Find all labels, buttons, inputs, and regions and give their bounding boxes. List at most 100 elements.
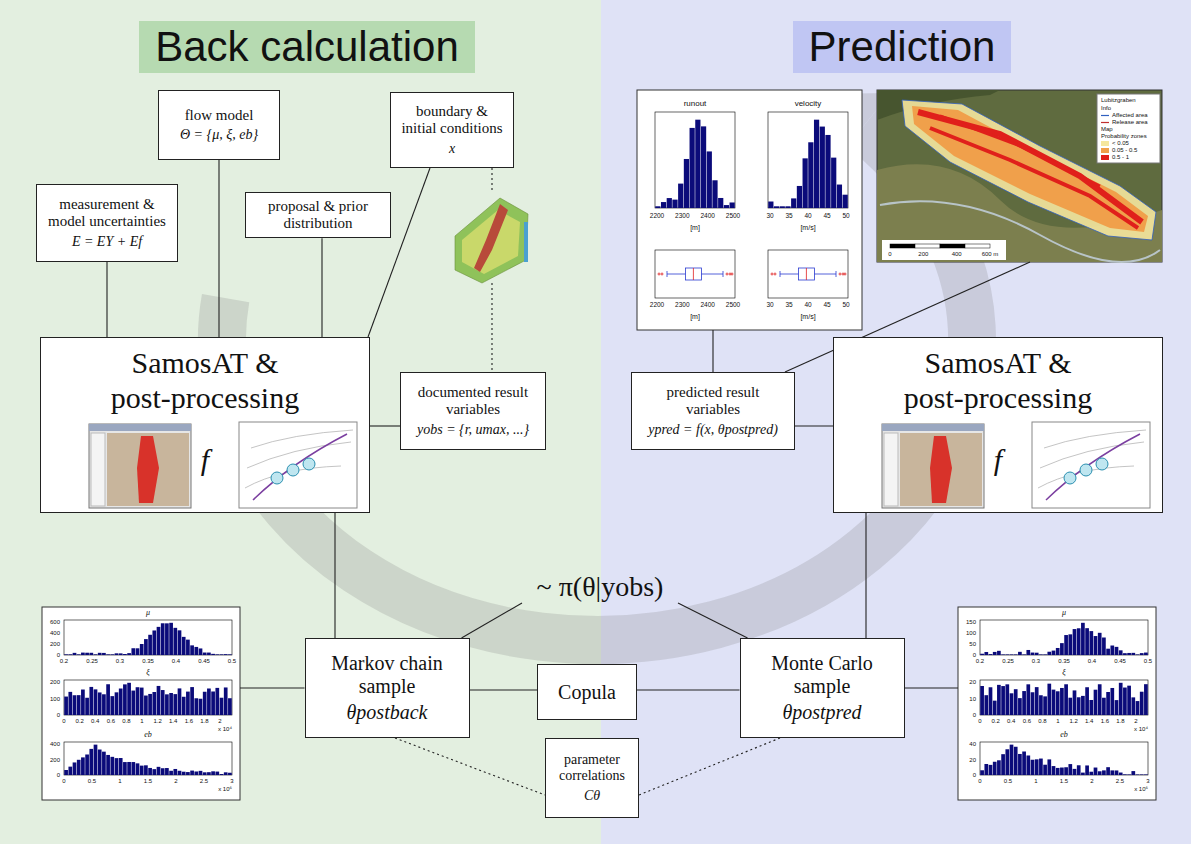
histogram-bar (1081, 773, 1085, 775)
histogram-bar (220, 698, 224, 715)
histogram-bar (165, 694, 169, 715)
process-box: Monte Carlo sampleθpostpred (740, 638, 905, 738)
tick-label: 0.2 (60, 658, 68, 664)
histogram-bar (1064, 684, 1068, 715)
tick-label: 0 (978, 778, 981, 784)
histogram-bar (110, 696, 114, 715)
subplot-title: eb (144, 731, 152, 739)
histogram-bar (77, 760, 81, 775)
tick-label: 0.8 (1038, 718, 1046, 724)
tick-label: 20 (969, 679, 976, 685)
histogram-bar (1081, 623, 1085, 655)
histogram-bar (199, 648, 203, 655)
histogram-bar (1110, 646, 1114, 655)
tick-label: 0 (57, 652, 60, 658)
histogram-bar (1131, 771, 1135, 775)
histogram-panel (42, 607, 240, 800)
histogram-bar (199, 771, 203, 775)
title-bar (882, 424, 984, 431)
tick-label: 2 (174, 778, 177, 784)
histogram-bar (98, 750, 102, 775)
histogram-bar (984, 652, 988, 655)
tick-label: 1.8 (200, 718, 208, 724)
histogram-bar (165, 623, 169, 655)
histogram-bar (178, 630, 182, 655)
histogram-bar (140, 688, 144, 715)
histogram-bar (127, 653, 131, 655)
histogram-bar (690, 128, 695, 208)
histogram-bar (173, 628, 177, 655)
histogram-bar (1106, 767, 1110, 775)
histogram-bar (106, 654, 110, 656)
histogram-bar (1115, 770, 1119, 775)
leader-line (491, 168, 492, 193)
process-box: boundary & initial conditionsx (390, 92, 514, 168)
tick-label: 0 (973, 772, 976, 778)
histogram-bar (1136, 654, 1140, 656)
histogram-bar (211, 691, 215, 715)
tick-label: 2400 (700, 213, 714, 220)
tick-label: 1.6 (185, 718, 193, 724)
legend-text: Release area (1112, 119, 1148, 125)
legend-swatch (1101, 155, 1109, 160)
tick-label: 1.4 (169, 718, 177, 724)
histogram-bar (186, 692, 190, 715)
outlier-mark (844, 273, 847, 276)
histogram-bar (152, 769, 156, 775)
histogram-bar (144, 696, 148, 715)
tick-label: 0.6 (1023, 718, 1031, 724)
box-label: Monte Carlo sample (748, 652, 897, 698)
tick-label: 1.4 (1085, 718, 1093, 724)
subplot-title: ξ (1062, 669, 1065, 677)
leader-line (905, 687, 959, 688)
histogram-bar (85, 754, 89, 775)
tick-label: 0.3 (1032, 658, 1040, 664)
formula-label: ~ π(θ|yobs) (537, 573, 664, 601)
histogram-bar (797, 186, 802, 208)
histogram-bar (131, 691, 135, 715)
histogram-bar (1110, 688, 1114, 715)
tick-label: 0.45 (1114, 658, 1126, 664)
tick-label: 0.35 (1058, 658, 1070, 664)
histogram-bar (1014, 747, 1018, 775)
histogram-bar (1047, 684, 1051, 715)
histogram-bar (157, 627, 161, 655)
plot-frame (980, 742, 1148, 775)
profile-curve (253, 434, 347, 500)
histogram-bar (106, 684, 110, 715)
outlier-mark (658, 273, 661, 276)
histogram-bar (701, 126, 706, 208)
histogram-bar (136, 687, 140, 715)
contour-line (245, 430, 353, 488)
avalanche-track (930, 436, 952, 503)
histogram-bar (1039, 695, 1043, 715)
connector (639, 738, 780, 795)
histogram-bar (224, 687, 228, 715)
leader-line (785, 262, 1030, 372)
histogram-bar (1022, 691, 1026, 715)
tick-label: 35 (785, 213, 792, 220)
tick-label: 200 (50, 757, 60, 763)
histogram-bar (161, 768, 165, 775)
box-label: Copula (558, 681, 616, 704)
tick-label: 200 (50, 679, 60, 685)
marker-circle (287, 464, 299, 476)
histogram-bar (1039, 654, 1043, 656)
histogram-bar (1077, 628, 1081, 655)
legend-text: 0.5 - 1 (1112, 154, 1129, 160)
histogram-bar (791, 198, 796, 208)
profile-curve (1046, 434, 1140, 500)
histogram-bar (825, 135, 830, 208)
histogram-bar (1119, 650, 1123, 655)
histogram-bar (730, 202, 735, 208)
tick-label: 0.5 (228, 658, 236, 664)
histogram-bar (207, 688, 211, 715)
legend-line (1101, 114, 1109, 115)
histogram-bar (102, 752, 106, 775)
histogram-bar (984, 695, 988, 715)
marker-circle (1080, 464, 1092, 476)
plot-frame (64, 742, 232, 775)
histogram-bar (1060, 643, 1064, 655)
back-calculation-panel (0, 0, 601, 844)
histogram-bar (119, 758, 123, 775)
